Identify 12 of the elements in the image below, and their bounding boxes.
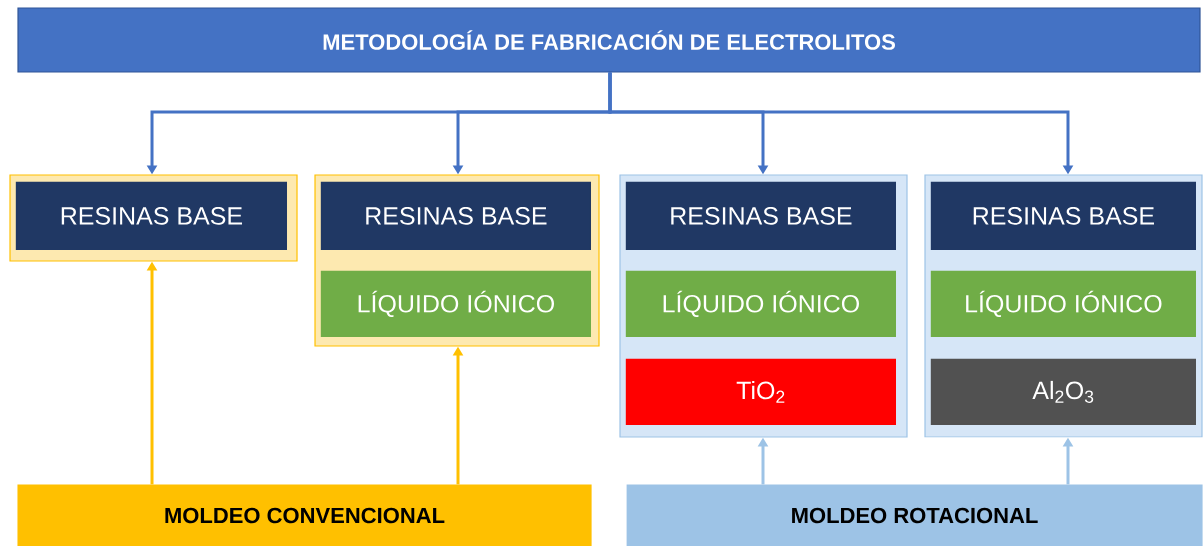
category-box: RESINAS BASE [625, 181, 896, 250]
category-box: LÍQUIDO IÓNICO [625, 270, 896, 337]
category-box: LÍQUIDO IÓNICO [930, 270, 1196, 337]
category-box: TiO$_{2}$ [625, 358, 896, 425]
category-box: LÍQUIDO IÓNICO [320, 270, 591, 337]
category-box: Al$_{2}$O$_{3}$ [930, 358, 1196, 425]
category-box: RESINAS BASE [15, 181, 287, 250]
category-box: RESINAS BASE [320, 181, 591, 250]
method-bar: MOLDEO CONVENCIONAL [17, 484, 592, 546]
title-bar: METODOLOGÍA DE FABRICACIÓN DE ELECTROLITOS [17, 7, 1201, 73]
method-bar: MOLDEO ROTACIONAL [626, 484, 1203, 546]
category-box: RESINAS BASE [930, 181, 1196, 250]
